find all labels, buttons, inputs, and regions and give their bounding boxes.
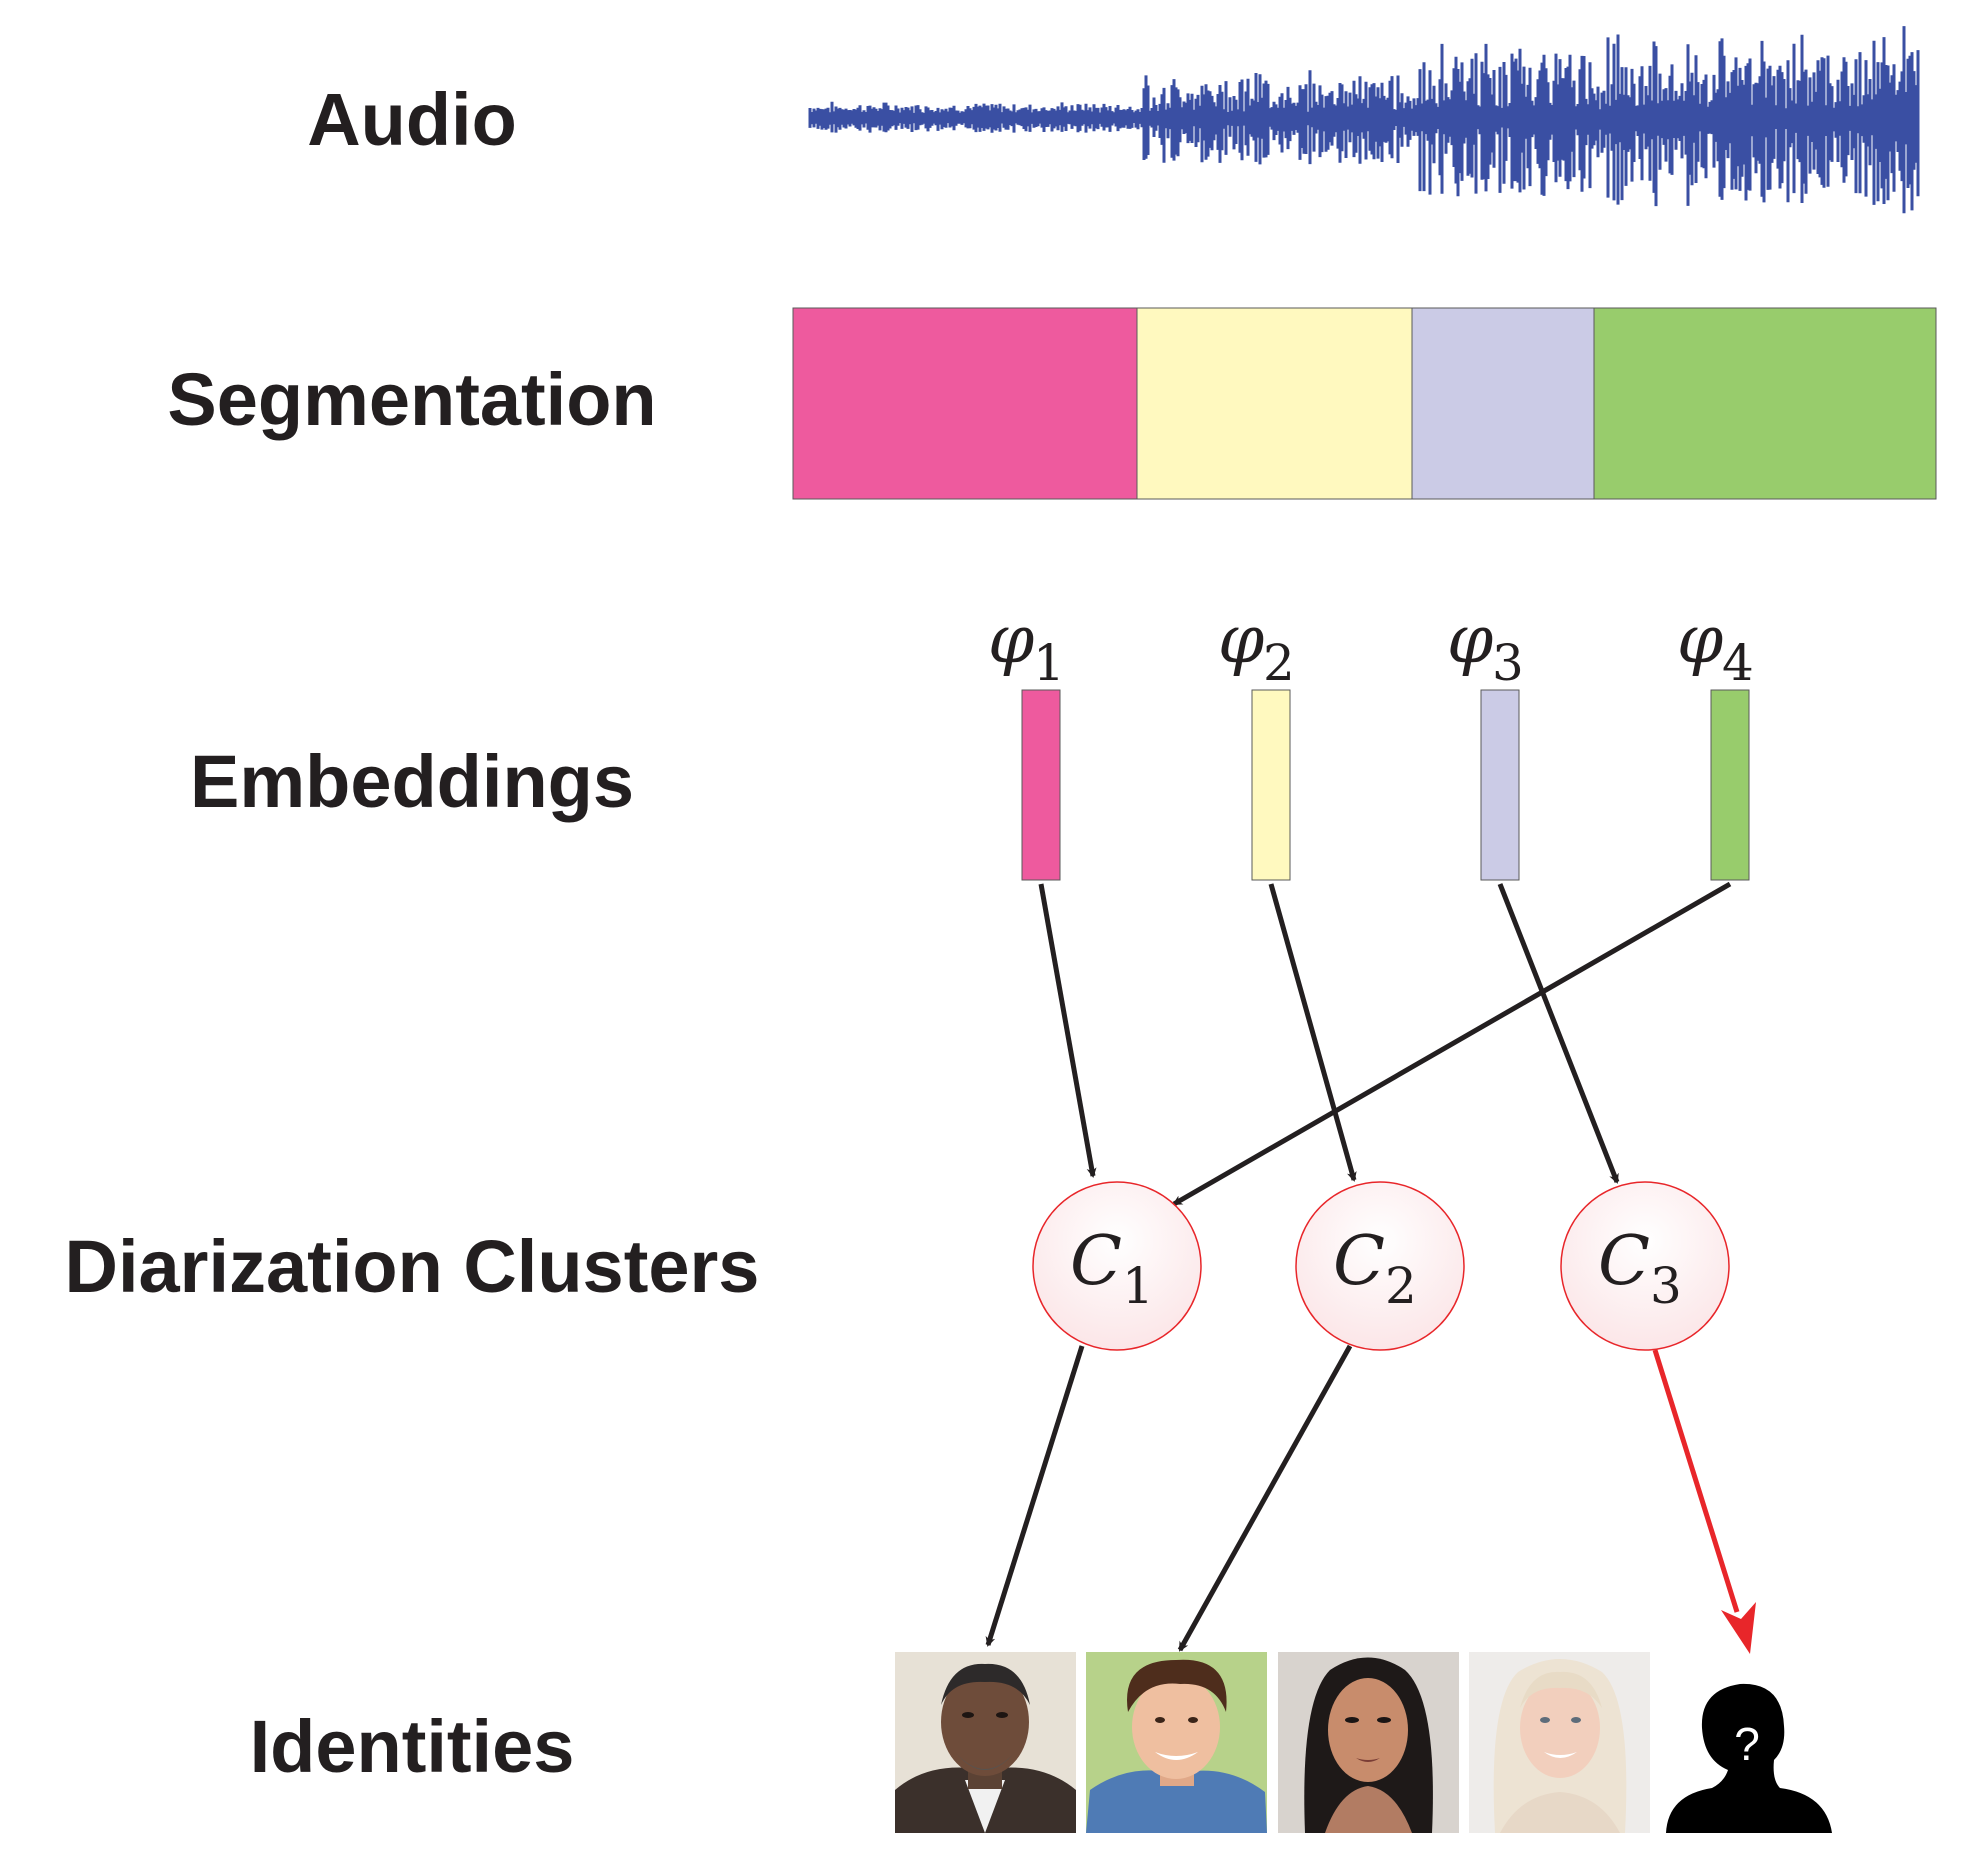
segmentation-bar xyxy=(792,307,1937,500)
segment-1 xyxy=(792,307,1138,500)
row-label-embeddings: Embeddings xyxy=(190,740,634,823)
svg-text:1: 1 xyxy=(1122,1257,1154,1315)
arrow-embedding-2-to-cluster-2 xyxy=(1268,883,1357,1182)
cluster-2: C 2 xyxy=(1295,1181,1465,1351)
identity-woman-dark-hair-portrait xyxy=(1278,1652,1459,1833)
identity-woman-blonde-portrait xyxy=(1469,1652,1650,1833)
embedding-vector-2 xyxy=(1251,689,1291,881)
embedding-vector-1 xyxy=(1021,689,1061,881)
arrow-embedding-1-to-cluster-1 xyxy=(1038,883,1097,1178)
segment-2 xyxy=(1136,307,1413,500)
embedding-label-2: φ 2 xyxy=(1218,601,1295,692)
cluster-3: C 3 xyxy=(1560,1181,1730,1351)
arrow-cluster-3-to-unknown xyxy=(1652,1349,1756,1654)
row-label-audio: Audio xyxy=(307,78,517,161)
row-label-segmentation: Segmentation xyxy=(167,358,656,441)
svg-text:2: 2 xyxy=(1263,634,1295,692)
svg-text:φ: φ xyxy=(1677,601,1723,678)
embedding-label-4: φ 4 xyxy=(1677,601,1754,692)
svg-text:φ: φ xyxy=(1447,601,1493,678)
embedding-label-3: φ 3 xyxy=(1447,601,1524,692)
embedding-label-1: φ 1 xyxy=(988,601,1065,692)
unknown-person-silhouette-icon: ? xyxy=(1666,1683,1832,1833)
segment-3 xyxy=(1411,307,1595,500)
svg-text:2: 2 xyxy=(1385,1257,1417,1315)
embedding-vector-4 xyxy=(1710,689,1750,881)
arrow-embedding-4-to-cluster-1 xyxy=(1172,881,1732,1207)
svg-text:1: 1 xyxy=(1033,634,1065,692)
arrow-cluster-1-to-identity-1 xyxy=(985,1345,1085,1647)
svg-text:?: ? xyxy=(1734,1718,1760,1770)
svg-text:φ: φ xyxy=(1218,601,1264,678)
svg-text:φ: φ xyxy=(988,601,1034,678)
svg-text:3: 3 xyxy=(1492,634,1524,692)
audio-waveform xyxy=(808,26,1920,214)
arrow-embedding-3-to-cluster-3 xyxy=(1497,883,1620,1184)
svg-text:3: 3 xyxy=(1650,1257,1682,1315)
identity-older-man-portrait xyxy=(895,1652,1076,1833)
svg-text:4: 4 xyxy=(1722,634,1754,692)
segment-4 xyxy=(1593,307,1937,500)
svg-text:C: C xyxy=(1070,1222,1122,1301)
cluster-1: C 1 xyxy=(1032,1181,1202,1351)
svg-text:C: C xyxy=(1598,1222,1650,1301)
row-label-identities: Identities xyxy=(250,1705,575,1788)
identity-young-man-portrait xyxy=(1086,1652,1267,1833)
arrow-cluster-2-to-identity-2 xyxy=(1177,1344,1353,1652)
svg-text:C: C xyxy=(1333,1222,1385,1301)
row-label-clusters: Diarization Clusters xyxy=(65,1225,760,1308)
embedding-vector-3 xyxy=(1480,689,1520,881)
